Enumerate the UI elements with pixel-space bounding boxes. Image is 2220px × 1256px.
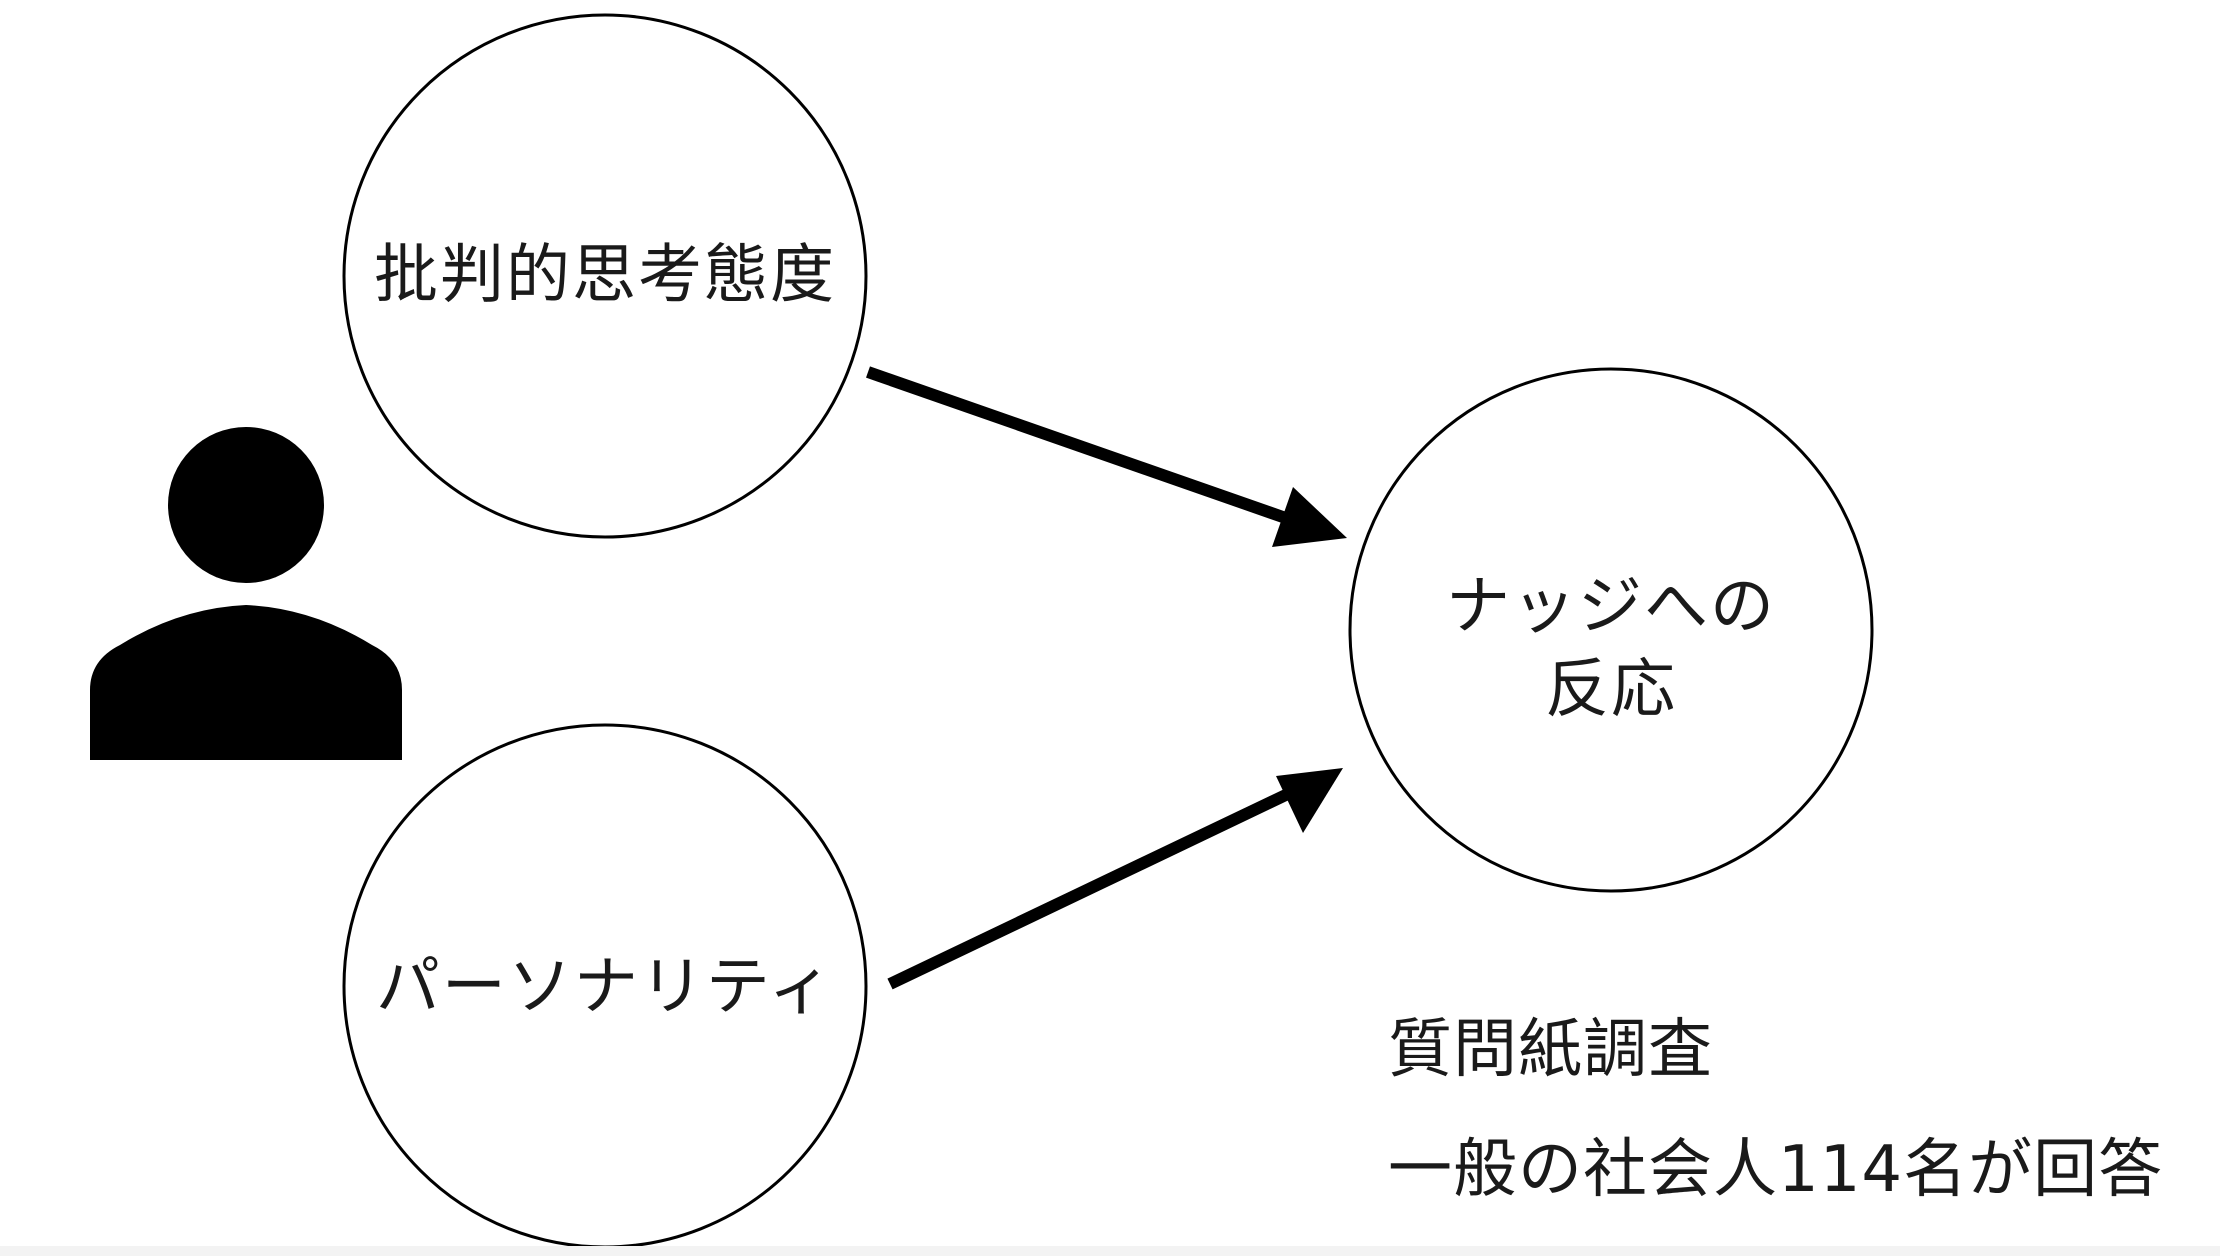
method-note: 質問紙調査: [1388, 1013, 1713, 1087]
participants-note: 一般の社会人114名が回答: [1388, 1133, 2164, 1207]
nudge-response-label-line-2: 反応: [1545, 653, 1677, 727]
personality-label: パーソナリティ: [375, 950, 835, 1025]
person-silhouette-icon: [90, 427, 402, 760]
nudge-response-label: ナッジへの 反応: [1446, 566, 1776, 732]
bottom-edge-strip: [0, 1246, 2220, 1256]
arrow-critical-to-nudge: [866, 366, 1347, 547]
node-nudge-response: [1348, 367, 1874, 893]
node-critical-thinking: [342, 13, 868, 539]
arrow-personality-to-nudge: [887, 768, 1343, 990]
person-head: [168, 427, 324, 583]
critical-thinking-label: 批判的思考態度: [374, 238, 836, 313]
nudge-response-label-line-1: ナッジへの: [1446, 569, 1776, 644]
person-body: [90, 605, 402, 760]
